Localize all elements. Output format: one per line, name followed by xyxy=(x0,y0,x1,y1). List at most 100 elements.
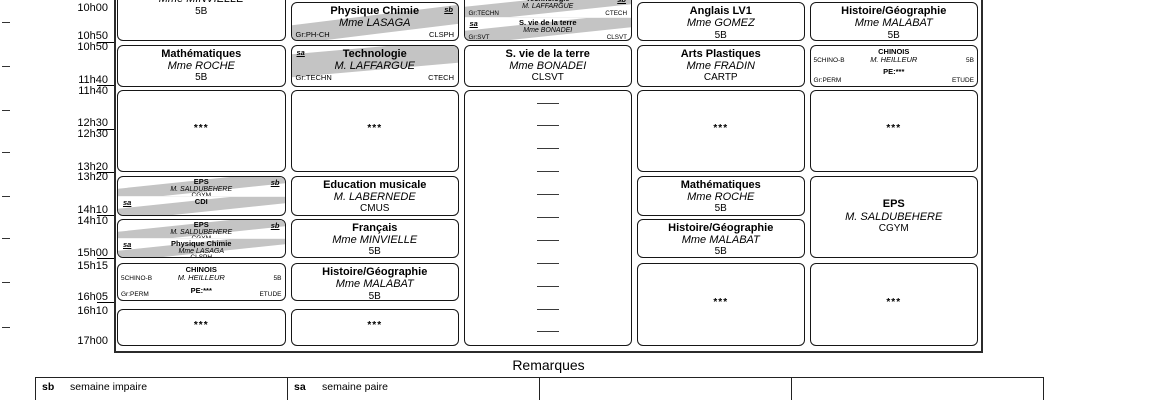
lesson-title: Histoire/Géographie xyxy=(668,221,774,234)
remark-cell-empty xyxy=(539,378,791,400)
lesson-title: Arts Plastiques xyxy=(680,47,761,60)
lesson-teacher: M. SALDUBEHERE xyxy=(845,210,943,223)
lesson-cell-c4GH[interactable]: *** xyxy=(809,263,978,346)
no-class-dash xyxy=(536,285,559,287)
time-minor-tick xyxy=(2,65,10,67)
lesson-room: 5B xyxy=(195,5,208,17)
lesson-teacher: Mme MALABAT xyxy=(854,17,933,29)
time-minor-tick xyxy=(2,21,10,23)
lesson-room: 5B xyxy=(887,29,900,41)
time-label: 16h10 xyxy=(77,305,108,317)
lesson-cell-c3GH[interactable]: *** xyxy=(636,263,805,346)
lesson-cell-c2A[interactable]: sbTechnologieM. LAFFARGUEGr:TECHNCTECHsa… xyxy=(463,0,632,41)
time-minor-tick xyxy=(2,109,10,111)
lesson-title: CDI xyxy=(194,196,208,206)
lesson-teacher: Mme BONADEI xyxy=(523,27,573,34)
time-minor-tick xyxy=(2,281,10,283)
time-tick xyxy=(97,41,114,43)
lesson-teacher: Mme MINVIELLE xyxy=(121,0,282,6)
room-label: ETUDE xyxy=(259,290,282,298)
time-label: 10h50 xyxy=(77,41,108,53)
group-label: Gr:PERM xyxy=(813,76,842,84)
lesson-title: Français xyxy=(352,221,398,234)
no-class-dash xyxy=(536,239,559,241)
lesson-title: Anglais LV1 xyxy=(689,5,752,17)
no-class-dash xyxy=(536,216,559,218)
lesson-cell-c0CD[interactable]: *** xyxy=(117,89,286,172)
time-label: 14h10 xyxy=(77,203,108,216)
time-tick xyxy=(97,128,114,130)
lesson-cell-c1H[interactable]: *** xyxy=(290,308,459,346)
time-minor-tick xyxy=(2,238,10,239)
week-badge: sa xyxy=(123,240,132,250)
empty-slot-marker: *** xyxy=(193,319,209,331)
room-label: CLSVT xyxy=(606,34,627,40)
group-left-label: 5CHINO-B xyxy=(813,56,845,64)
empty-slot-marker: *** xyxy=(367,123,383,135)
lesson-title: CHINOIS xyxy=(185,265,217,274)
time-label: 10h00 xyxy=(77,2,108,14)
lesson-teacher: Mme ROCHE xyxy=(687,190,755,203)
lesson-cell-c4CD[interactable]: *** xyxy=(809,89,978,172)
empty-slot: *** xyxy=(292,310,459,345)
lesson-title: S. vie de la terre xyxy=(518,18,577,27)
lesson-teacher: M. HEILLEUR xyxy=(870,54,918,64)
time-tick xyxy=(97,215,114,216)
lesson-cell-c0H[interactable]: *** xyxy=(117,308,286,346)
time-minor-tick xyxy=(2,152,10,153)
lesson-cell-c1CD[interactable]: *** xyxy=(290,89,459,172)
week-badge: sb xyxy=(444,5,453,14)
lesson-title: Technologie xyxy=(342,47,407,60)
time-label: 11h40 xyxy=(78,73,108,86)
no-class-dash xyxy=(536,102,559,104)
lesson-teacher: M. SALDUBEHERE xyxy=(170,185,233,193)
lesson-teacher: M. SALDUBEHERE xyxy=(170,228,233,236)
time-label: 13h20 xyxy=(77,160,108,173)
class-label: 5B xyxy=(966,56,974,64)
lesson-cell-c2CH[interactable] xyxy=(463,89,632,346)
lesson-room: CGYM xyxy=(878,223,909,235)
group-label: Gr:SVT xyxy=(468,34,490,40)
time-tick xyxy=(97,302,114,303)
room-label: CTECH xyxy=(428,72,454,82)
lesson-title: EPS xyxy=(193,176,209,186)
empty-slot-marker: *** xyxy=(886,296,902,308)
lesson-room: 5B xyxy=(195,72,208,84)
time-label: 11h40 xyxy=(78,84,108,97)
lesson-title: Mathématiques xyxy=(680,178,761,191)
remark-text: semaine paire xyxy=(322,381,388,393)
lesson-cell-c3CD[interactable]: *** xyxy=(636,89,805,172)
